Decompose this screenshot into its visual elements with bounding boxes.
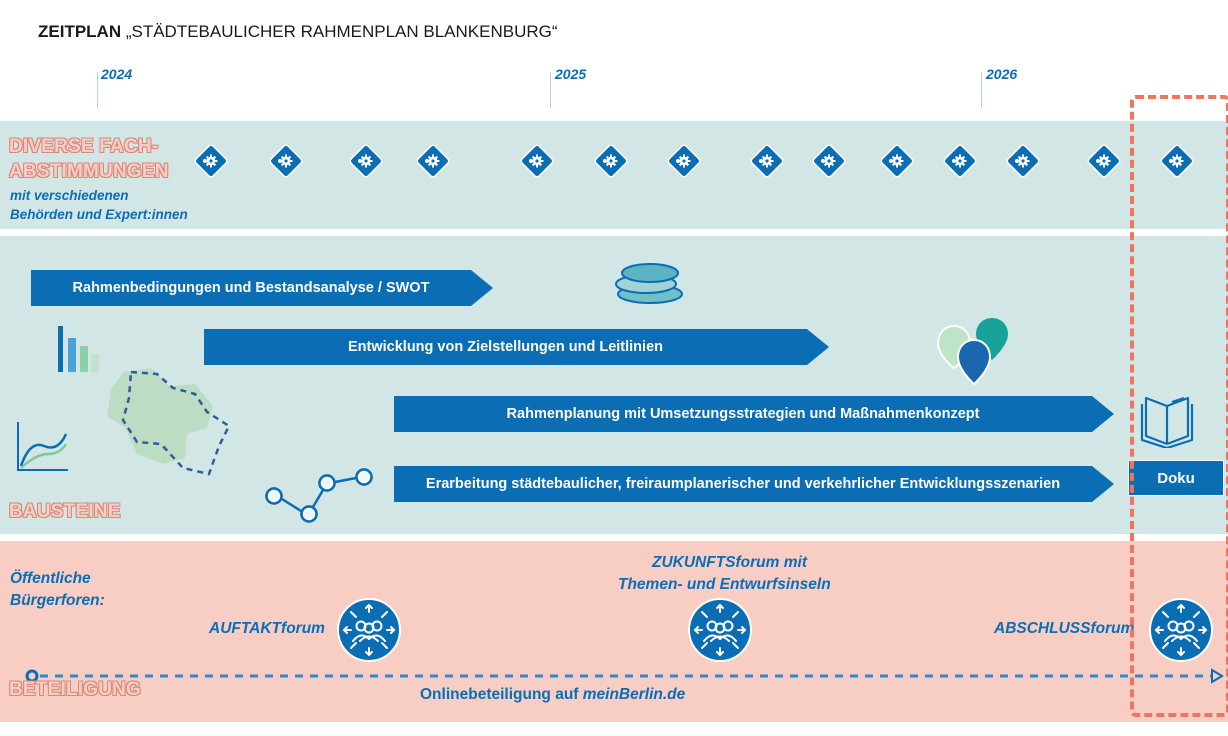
page-title: ZEITPLAN „STÄDTEBAULICHER RAHMENPLAN BLA…	[38, 22, 558, 41]
fach-sub-line1: mit verschiedenen	[10, 188, 129, 203]
location-pins-icon	[936, 318, 1008, 386]
gear-diamond-icon	[1006, 144, 1040, 178]
network-nodes-icon	[265, 468, 373, 523]
gear-diamond-icon	[943, 144, 977, 178]
gear-diamond-icon	[520, 144, 554, 178]
arrow-bestandsanalyse: Rahmenbedingungen und Bestandsanalyse / …	[31, 270, 493, 306]
abschluss-forum-label: ABSCHLUSSforum	[994, 620, 1135, 637]
year-label-2025: 2025	[555, 66, 587, 82]
year-label-2026: 2026	[986, 66, 1018, 82]
current-phase-highlight-frame	[1130, 95, 1228, 717]
zukunft-forum-label-line2: Themen- und Entwurfsinseln	[618, 576, 831, 593]
gear-diamond-icon	[812, 144, 846, 178]
gear-diamond-icon	[1087, 144, 1121, 178]
doku-box: Doku	[1128, 460, 1224, 496]
year-tick-2026	[981, 72, 982, 108]
gear-diamond-icon	[349, 144, 383, 178]
bausteine-label: BAUSTEINE	[9, 501, 121, 522]
beteiligung-label: BETEILIGUNG	[9, 679, 142, 700]
line-chart-icon	[17, 422, 68, 471]
arrow-entwicklungsszenarien: Erarbeitung städtebaulicher, freiraumpla…	[394, 466, 1114, 502]
gear-diamond-icon	[880, 144, 914, 178]
auftakt-forum-label: AUFTAKTforum	[209, 620, 325, 637]
gear-diamond-icon	[667, 144, 701, 178]
bar-chart-icon	[58, 326, 99, 372]
open-book-icon	[1140, 396, 1194, 448]
gear-diamond-icon	[594, 144, 628, 178]
online-participation-line	[25, 668, 1224, 684]
arrow-rahmenplanung: Rahmenplanung mit Umsetzungsstrategien u…	[394, 396, 1114, 432]
year-tick-2024	[97, 72, 98, 108]
gear-diamond-icon	[269, 144, 303, 178]
forum-people-icon	[688, 598, 752, 662]
fach-sub-line2: Behörden und Expert:innen	[10, 207, 188, 222]
coins-stack-icon	[615, 263, 683, 304]
online-participation-label: Onlinebeteiligung auf meinBerlin.de	[420, 686, 686, 703]
arrow-zielstellungen: Entwicklung von Zielstellungen und Leitl…	[204, 329, 829, 365]
fach-label-line2: ABSTIMMUNGEN	[9, 161, 169, 182]
gear-diamond-icon	[416, 144, 450, 178]
year-label-2024: 2024	[101, 66, 133, 82]
gear-diamond-icon	[750, 144, 784, 178]
zukunft-forum-label-line1: ZUKUNFTSforum mit	[652, 554, 807, 571]
band-beteiligung	[0, 541, 1228, 722]
forum-people-icon	[337, 598, 401, 662]
public-forums-line2: Bürgerforen:	[10, 592, 105, 609]
fach-label-line1: DIVERSE FACH-	[9, 136, 159, 157]
gear-diamond-icon	[194, 144, 228, 178]
public-forums-line1: Öffentliche	[10, 570, 91, 587]
year-tick-2025	[550, 72, 551, 108]
area-map-icon	[107, 368, 231, 476]
